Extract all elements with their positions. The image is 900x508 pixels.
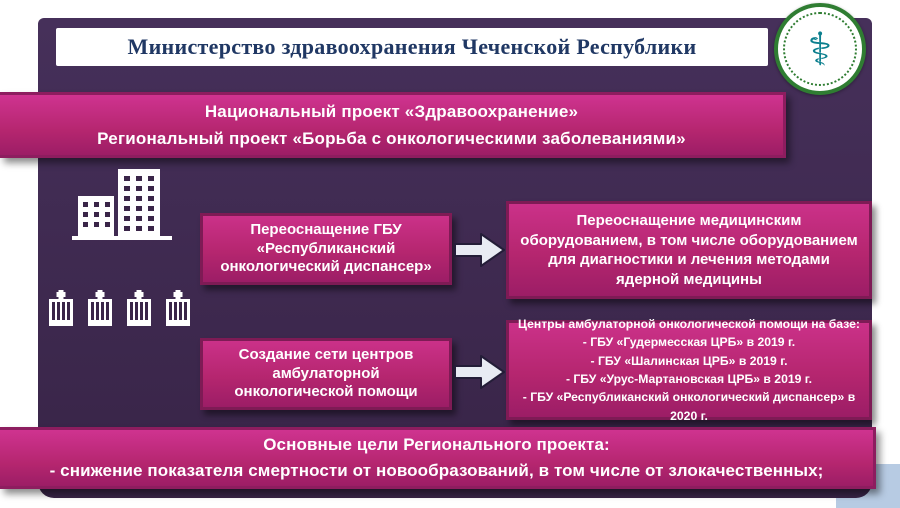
goals-banner: Основные цели Регионального проекта: - с… — [0, 427, 876, 489]
arrow-right-icon — [454, 233, 505, 267]
clinics-row — [46, 290, 193, 326]
result-item: - ГБУ «Республиканский онкологический ди… — [522, 390, 856, 423]
hospital-building-icon — [72, 166, 172, 245]
goals-title: Основные цели Регионального проекта: — [263, 435, 610, 454]
page-title: Министерство здравоохранения Чеченской Р… — [127, 34, 697, 59]
network-result-title: Центры амбулаторной онкологической помощ… — [518, 317, 860, 332]
clinic-icon — [166, 290, 190, 326]
national-project-banner: Национальный проект «Здравоохранение» Ре… — [0, 92, 786, 158]
logo-ornamental-ring — [783, 12, 857, 86]
national-project-line: Национальный проект «Здравоохранение» — [204, 101, 579, 121]
result-item: - ГБУ «Шалинская ЦРБ» в 2019 г. — [590, 353, 788, 368]
clinic-icon — [88, 290, 112, 326]
reequipment-result-box: Переоснащение медицинским оборудованием,… — [506, 201, 872, 299]
reequipment-result-text: Переоснащение медицинским оборудованием,… — [520, 212, 858, 288]
reequipment-source-box: Переоснащение ГБУ «Республиканский онкол… — [200, 213, 452, 285]
reequipment-source-text: Переоснащение ГБУ «Республиканский онкол… — [220, 220, 432, 276]
clinic-icon — [127, 290, 151, 326]
arrow-right-icon — [454, 355, 505, 389]
network-result-box: Центры амбулаторной онкологической помощ… — [506, 317, 872, 423]
regional-project-line: Региональный проект «Борьба с онкологиче… — [97, 128, 686, 148]
result-item: - ГБУ «Урус-Мартановская ЦРБ» в 2019 г. — [565, 372, 813, 386]
clinic-icon — [49, 290, 73, 326]
network-source-text: Создание сети центров амбулаторной онкол… — [234, 345, 418, 401]
goals-item: - снижение показателя смертности от ново… — [49, 461, 824, 480]
network-source-box: Создание сети центров амбулаторной онкол… — [200, 338, 452, 410]
hospital-building-svg — [72, 169, 172, 240]
result-item: - ГБУ «Гудермесская ЦРБ» в 2019 г. — [582, 335, 796, 350]
ministry-logo: ⚕ — [774, 3, 866, 95]
header-band: Министерство здравоохранения Чеченской Р… — [56, 28, 768, 66]
